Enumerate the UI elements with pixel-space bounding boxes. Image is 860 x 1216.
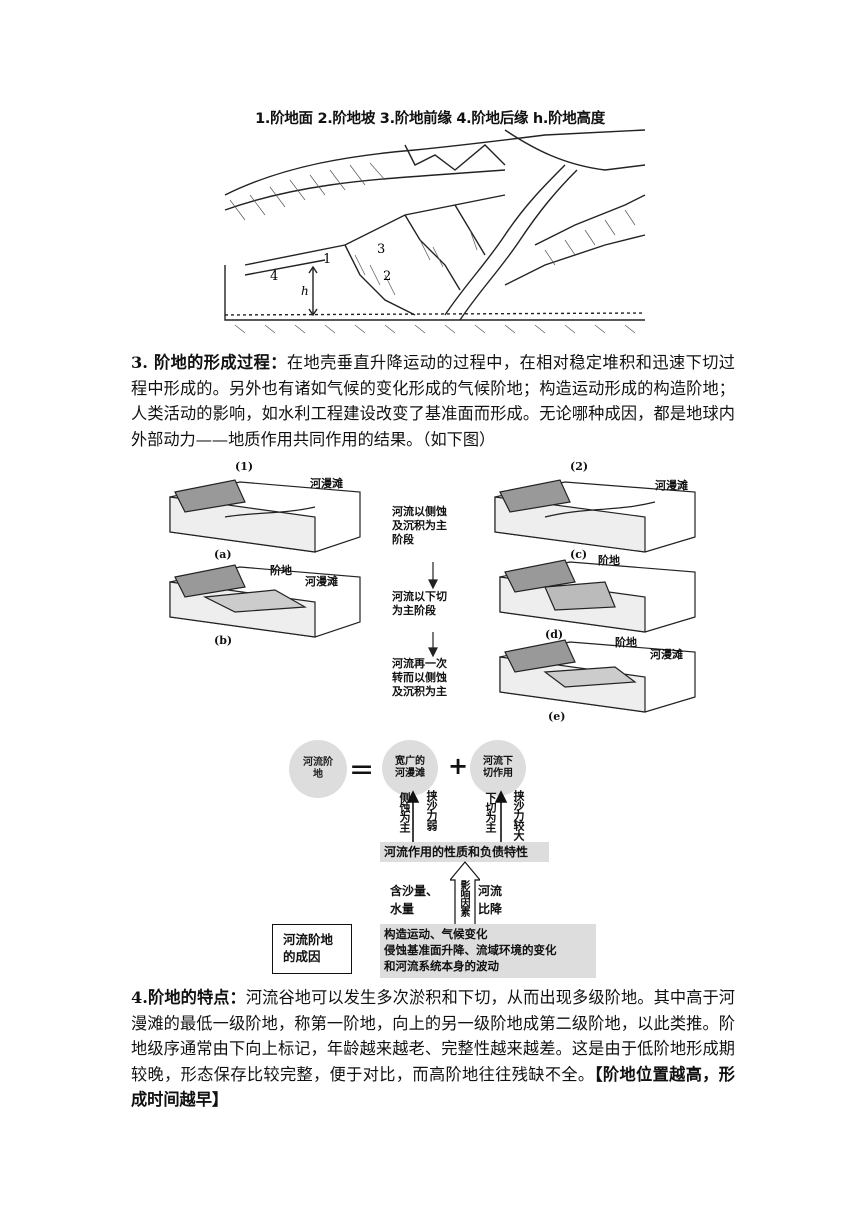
col2-title: (2) bbox=[570, 460, 589, 473]
right-factors: 河流比降 bbox=[478, 884, 503, 916]
label-4: 4 bbox=[270, 269, 278, 284]
arrow1-right: 挟沙力弱 bbox=[425, 790, 438, 830]
section4-heading: 4.阶地的特点： bbox=[131, 988, 246, 1007]
circle-wide-floodplain: 宽广的河漫滩 bbox=[382, 740, 438, 796]
step-2: 河流以下切为主阶段 bbox=[392, 590, 447, 617]
step-3: 河流再一次转而以侧蚀及沉积为主 bbox=[392, 657, 447, 698]
label-1: 1 bbox=[323, 252, 331, 267]
terrace-sketch: 1 2 3 4 h bbox=[224, 129, 646, 334]
section4-bracket: 【阶地位置越高，形成时间越早】 bbox=[131, 1064, 735, 1110]
label-floodplain-c: 河漫滩 bbox=[655, 479, 688, 492]
cause-label-box: 河流阶地的成因 bbox=[272, 924, 352, 974]
cause-line-3: 和河流系统本身的波动 bbox=[384, 959, 499, 973]
label-3: 3 bbox=[377, 242, 385, 257]
cause-line-1: 构造运动、气候变化 bbox=[384, 927, 488, 941]
causes-box: 构造运动、气候变化 侵蚀基准面升降、流域环境的变化 和河流系统本身的波动 bbox=[380, 924, 596, 978]
section3-heading: 3. 阶地的形成过程： bbox=[131, 353, 287, 372]
label-e: (e) bbox=[548, 710, 566, 723]
label-2: 2 bbox=[383, 269, 391, 284]
cause-line-2: 侵蚀基准面升降、流域环境的变化 bbox=[384, 943, 557, 957]
section3-paragraph: 3. 阶地的形成过程：在地壳垂直升降运动的过程中，在相对稳定堆积和迅速下切过程中… bbox=[131, 350, 735, 452]
label-terrace-d: 阶地 bbox=[598, 554, 620, 567]
circle-downcut: 河流下切作用 bbox=[470, 740, 526, 796]
circle-terrace: 河流阶地 bbox=[289, 740, 347, 798]
label-d: (d) bbox=[545, 628, 564, 641]
label-terrace-e: 阶地 bbox=[615, 636, 637, 649]
label-h: h bbox=[301, 284, 309, 298]
label-a: (a) bbox=[214, 548, 232, 561]
influence-label: 影响因素 bbox=[458, 880, 469, 916]
label-c: (c) bbox=[570, 548, 588, 561]
block-diagrams bbox=[169, 479, 696, 713]
figure1-caption: 1.阶地面 2.阶地坡 3.阶地前缘 4.阶地后缘 h.阶地高度 bbox=[255, 111, 605, 127]
section3-body: 在地壳垂直升降运动的过程中，在相对稳定堆积和迅速下切过程中形成的。另外也有诸如气… bbox=[131, 353, 735, 449]
nature-box: 河流作用的性质和负债特性 bbox=[380, 842, 549, 862]
left-factors: 含沙量、水量 bbox=[390, 884, 439, 916]
label-floodplain-a: 河漫滩 bbox=[310, 477, 343, 490]
equals-sign: = bbox=[349, 752, 375, 787]
label-terrace-b: 阶地 bbox=[270, 564, 292, 577]
label-floodplain-e: 河漫滩 bbox=[650, 648, 683, 661]
influence-arrow bbox=[450, 861, 480, 929]
arrow2-right: 挟沙力较大 bbox=[512, 790, 525, 840]
label-floodplain-b: 河漫滩 bbox=[305, 575, 338, 588]
label-b: (b) bbox=[214, 634, 233, 647]
arrow2-left: 下切为主 bbox=[484, 792, 497, 832]
step-1: 河流以侧蚀及沉积为主阶段 bbox=[392, 505, 447, 546]
section4-body: 河流谷地可以发生多次淤积和下切，从而出现多级阶地。其中高于河漫滩的最低一级阶地，… bbox=[131, 988, 735, 1084]
plus-sign: + bbox=[448, 752, 469, 780]
arrow1-left: 侧蚀为主 bbox=[398, 792, 411, 832]
col1-title: (1) bbox=[235, 460, 254, 473]
cause-arrows bbox=[406, 790, 508, 848]
section4-paragraph: 4.阶地的特点：河流谷地可以发生多次淤积和下切，从而出现多级阶地。其中高于河漫滩… bbox=[131, 985, 735, 1113]
